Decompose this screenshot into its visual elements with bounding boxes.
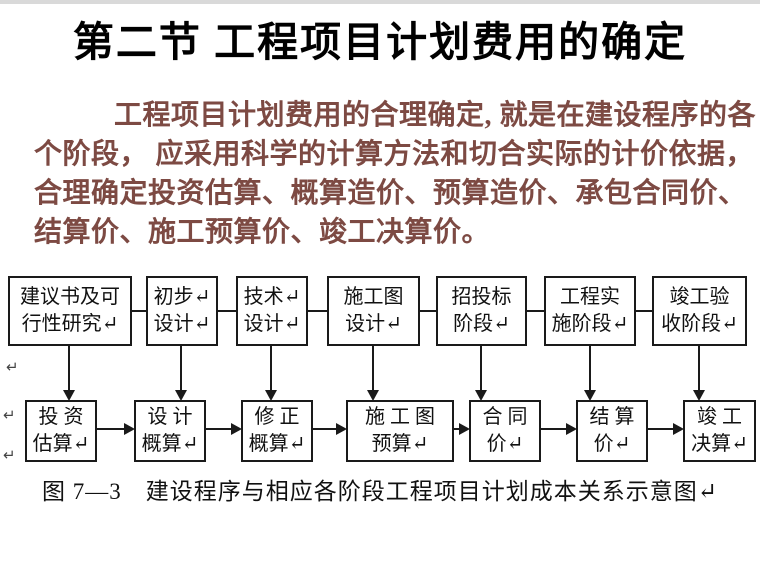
flow-box-proposal-feasibility: 建议书及可 行性研究↵ xyxy=(8,276,132,346)
connector-line xyxy=(132,310,146,312)
connector-line xyxy=(541,428,568,430)
flow-box-label: 施 工 图 xyxy=(365,406,435,428)
connector-line xyxy=(308,310,327,312)
flow-box-label: 估算↵ xyxy=(32,433,90,455)
paragraph-line-4: 结算价、施工预算价、竣工决算价。 xyxy=(34,217,491,248)
flow-box-label: 竣工验 xyxy=(669,286,730,308)
flow-box-label: 修 正 xyxy=(254,406,300,428)
arrow-down-icon xyxy=(693,390,705,401)
flow-box-label: 阶段↵ xyxy=(453,313,510,335)
flow-box-label: 预算↵ xyxy=(371,433,429,455)
connector-line xyxy=(218,310,236,312)
flow-box-label: 设计↵ xyxy=(153,313,211,335)
flow-box-label: 决算↵ xyxy=(691,433,748,455)
flow-box-label: 设计↵ xyxy=(243,313,301,335)
paragraph-line-1: 工程项目计划费用的合理确定, 就是在建设程序的各 xyxy=(114,100,757,131)
flow-box-investment-estimate: 投 资 估算↵ xyxy=(25,400,97,462)
slide-top-edge xyxy=(0,0,760,4)
flow-box-design-budget-estimate: 设 计 概算↵ xyxy=(134,400,206,462)
flow-box-bidding-stage: 招投标 阶段↵ xyxy=(436,276,527,346)
intro-paragraph: 工程项目计划费用的合理确定, 就是在建设程序的各 个阶段， 应采用科学的计算方法… xyxy=(34,96,757,252)
return-mark-icon: ↵ xyxy=(3,406,16,424)
flow-box-label: 施工图 xyxy=(343,286,404,308)
arrow-down-icon xyxy=(63,390,75,401)
arrow-right-icon xyxy=(231,423,242,435)
arrow-down-icon xyxy=(475,390,487,401)
flow-box-revised-estimate: 修 正 概算↵ xyxy=(241,400,313,462)
flow-box-label: 概算↵ xyxy=(248,433,306,455)
connector-line xyxy=(420,310,436,312)
flow-box-preliminary-design: 初步↵ 设计↵ xyxy=(146,276,218,346)
flow-box-label: 工程实 xyxy=(560,286,620,308)
connector-line xyxy=(372,346,374,392)
flow-box-label: 价↵ xyxy=(486,433,524,455)
connector-line xyxy=(68,346,70,392)
connector-line xyxy=(454,428,462,430)
connector-line xyxy=(589,346,591,392)
return-mark-icon: ↵ xyxy=(3,446,16,464)
connector-line xyxy=(180,346,182,392)
connector-line xyxy=(527,310,544,312)
figure-caption: 图 7—3 建设程序与相应各阶段工程项目计划成本关系示意图↵ xyxy=(41,479,719,504)
flow-box-label: 施阶段↵ xyxy=(551,313,629,335)
arrow-down-icon xyxy=(367,390,379,401)
arrow-right-icon xyxy=(566,423,577,435)
arrow-right-icon xyxy=(336,423,347,435)
arrow-right-icon xyxy=(673,423,684,435)
flow-box-label: 投 资 xyxy=(38,406,84,428)
flow-box-label: 收阶段↵ xyxy=(661,313,738,335)
flow-box-label: 初步↵ xyxy=(153,286,211,308)
page-title: 第二节 工程项目计划费用的确定 xyxy=(72,19,688,65)
flow-box-label: 招投标 xyxy=(451,286,512,308)
paragraph-line-3: 合理确定投资估算、概算造价、预算造价、承包合同价、 xyxy=(34,178,747,209)
flow-box-settlement-price: 结 算 价↵ xyxy=(576,400,648,462)
flow-box-implementation-stage: 工程实 施阶段↵ xyxy=(544,276,636,346)
flow-box-label: 竣 工 xyxy=(697,406,742,428)
flow-box-label: 建议书及可 xyxy=(20,286,120,308)
flow-box-label: 概算↵ xyxy=(141,433,199,455)
flow-box-final-account: 竣 工 决算↵ xyxy=(683,400,756,462)
flow-box-label: 合 同 xyxy=(482,406,528,428)
flow-box-contract-price: 合 同 价↵ xyxy=(469,400,541,462)
connector-line xyxy=(480,346,482,392)
flow-box-construction-drawing-budget: 施 工 图 预算↵ xyxy=(346,400,454,462)
connector-line xyxy=(636,310,652,312)
return-mark-icon: ↵ xyxy=(6,358,19,376)
flow-box-label: 设计↵ xyxy=(345,313,402,335)
flow-box-label: 技术↵ xyxy=(243,286,301,308)
connector-line xyxy=(206,428,233,430)
flowchart-diagram: 建议书及可 行性研究↵ 初步↵ 设计↵ 技术↵ 设计↵ 施工图 设计↵ 招投标 … xyxy=(0,270,760,470)
flow-box-label: 价↵ xyxy=(593,433,631,455)
flow-box-construction-drawing-design: 施工图 设计↵ xyxy=(327,276,420,346)
flow-box-completion-acceptance-stage: 竣工验 收阶段↵ xyxy=(652,276,747,346)
connector-line xyxy=(648,428,675,430)
flow-box-label: 设 计 xyxy=(147,406,193,428)
arrow-down-icon xyxy=(175,390,187,401)
arrow-right-icon xyxy=(124,423,135,435)
arrow-down-icon xyxy=(265,390,277,401)
flow-box-label: 行性研究↵ xyxy=(21,313,119,335)
connector-line xyxy=(313,428,338,430)
connector-line xyxy=(698,346,700,392)
flow-box-technical-design: 技术↵ 设计↵ xyxy=(236,276,308,346)
arrow-down-icon xyxy=(584,390,596,401)
connector-line xyxy=(270,346,272,392)
paragraph-line-2: 个阶段， 应采用科学的计算方法和切合实际的计价依据， xyxy=(34,139,755,170)
flow-box-label: 结 算 xyxy=(589,406,635,428)
arrow-right-icon xyxy=(459,423,470,435)
connector-line xyxy=(97,428,126,430)
